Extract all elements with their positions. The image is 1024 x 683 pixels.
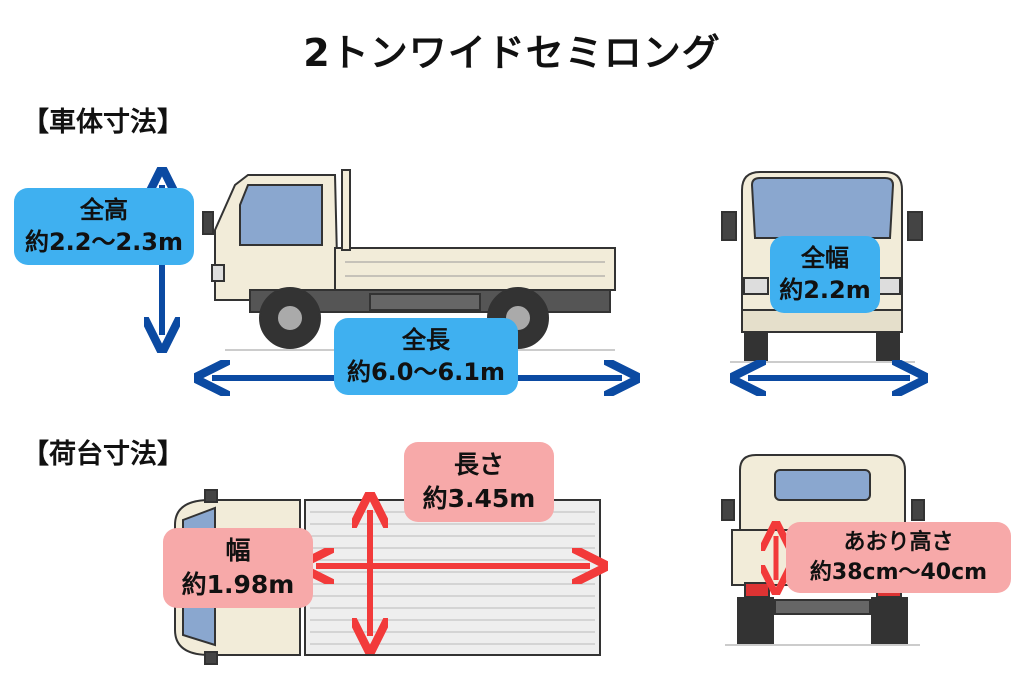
label-width-name: 全幅 [801, 244, 849, 272]
label-gate-height-name: あおり高さ [843, 530, 954, 555]
label-gate-height: あおり高さ 約38cm〜40cm [786, 522, 1011, 594]
label-length-name: 全長 [402, 326, 450, 354]
label-length-value: 約6.0〜6.1m [346, 358, 506, 387]
truck-side-view [202, 169, 616, 351]
label-bed-width-name: 幅 [225, 536, 251, 565]
label-bed-length-name: 長さ [453, 450, 504, 479]
label-height: 全高 約2.2〜2.3m [14, 188, 194, 265]
section-heading-body-dimensions: 【車体寸法】 [22, 107, 184, 138]
label-height-value: 約2.2〜2.3m [24, 228, 184, 257]
page-title: 2トンワイドセミロング [303, 31, 721, 75]
label-length: 全長 約6.0〜6.1m [334, 318, 518, 395]
section-heading-bed-dimensions: 【荷台寸法】 [22, 439, 184, 470]
label-bed-width: 幅 約1.98m [163, 528, 313, 608]
label-width-value: 約2.2m [779, 276, 871, 305]
label-bed-length-value: 約3.45m [422, 483, 536, 513]
label-gate-height-value: 約38cm〜40cm [809, 559, 988, 585]
label-width: 全幅 約2.2m [770, 236, 880, 313]
label-bed-length: 長さ 約3.45m [404, 442, 554, 522]
label-bed-width-value: 約1.98m [181, 569, 295, 599]
label-height-name: 全高 [80, 196, 128, 224]
